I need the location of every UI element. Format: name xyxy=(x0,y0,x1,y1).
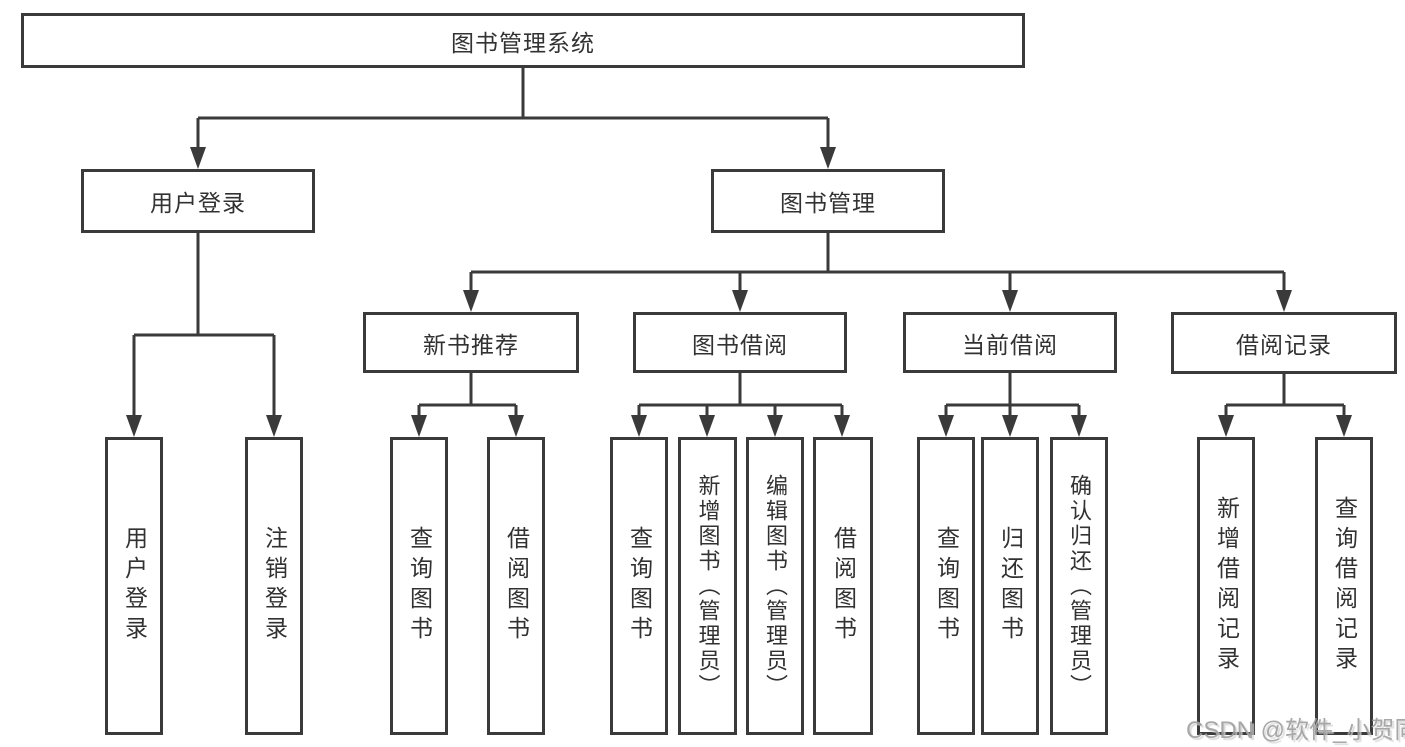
leaf-add-borrow-record: 新增借阅记录 xyxy=(1197,437,1255,735)
node-label: 新书推荐 xyxy=(423,331,519,358)
leaf-return-books: 归还图书 xyxy=(981,437,1039,735)
csdn-watermark: CSDN @软件_小贺同学 xyxy=(1186,717,1405,744)
leaf-label: 新增图书（管理员） xyxy=(695,473,721,699)
leaf-label: 注销登录 xyxy=(261,526,288,646)
leaf-logout: 注销登录 xyxy=(245,437,303,735)
node-new-book-recommend: 新书推荐 xyxy=(363,312,579,373)
node-label: 借阅记录 xyxy=(1236,332,1332,358)
node-label: 当前借阅 xyxy=(962,331,1058,358)
node-label: 图书借阅 xyxy=(692,331,788,358)
leaf-label: 查询借阅记录 xyxy=(1331,496,1358,676)
leaf-label: 借阅图书 xyxy=(830,526,857,646)
node-borrow-record: 借阅记录 xyxy=(1171,312,1397,374)
leaf-borrow-books: 借阅图书 xyxy=(813,437,873,735)
leaf-query-books: 查询图书 xyxy=(610,437,668,735)
node-label: 用户登录 xyxy=(150,190,246,216)
leaf-query-books: 查询图书 xyxy=(917,437,975,735)
leaf-label: 借阅图书 xyxy=(503,526,530,646)
node-root-label: 图书管理系统 xyxy=(451,29,595,56)
node-book-borrow: 图书借阅 xyxy=(633,312,847,373)
leaf-confirm-return-admin: 确认归还（管理员） xyxy=(1050,437,1108,735)
leaf-label: 查询图书 xyxy=(626,526,653,646)
node-book-management-branch: 图书管理 xyxy=(711,169,945,233)
leaf-label: 用户登录 xyxy=(121,526,148,646)
leaf-label: 编辑图书（管理员） xyxy=(763,473,788,699)
leaf-label: 新增借阅记录 xyxy=(1213,496,1240,676)
leaf-label: 归还图书 xyxy=(997,526,1024,646)
leaf-borrow-books: 借阅图书 xyxy=(487,437,545,735)
leaf-user-login: 用户登录 xyxy=(105,437,163,735)
leaf-add-books-admin: 新增图书（管理员） xyxy=(678,437,737,735)
node-label: 图书管理 xyxy=(780,190,876,216)
node-user-login-branch: 用户登录 xyxy=(81,169,315,233)
node-current-borrow: 当前借阅 xyxy=(903,312,1117,373)
leaf-label: 查询图书 xyxy=(933,526,960,646)
leaf-edit-books-admin: 编辑图书（管理员） xyxy=(746,437,804,735)
leaf-query-books: 查询图书 xyxy=(390,437,448,735)
node-root-system: 图书管理系统 xyxy=(21,13,1025,68)
leaf-label: 查询图书 xyxy=(406,526,433,646)
leaf-label: 确认归还（管理员） xyxy=(1067,473,1092,699)
leaf-query-borrow-record: 查询借阅记录 xyxy=(1315,437,1373,735)
